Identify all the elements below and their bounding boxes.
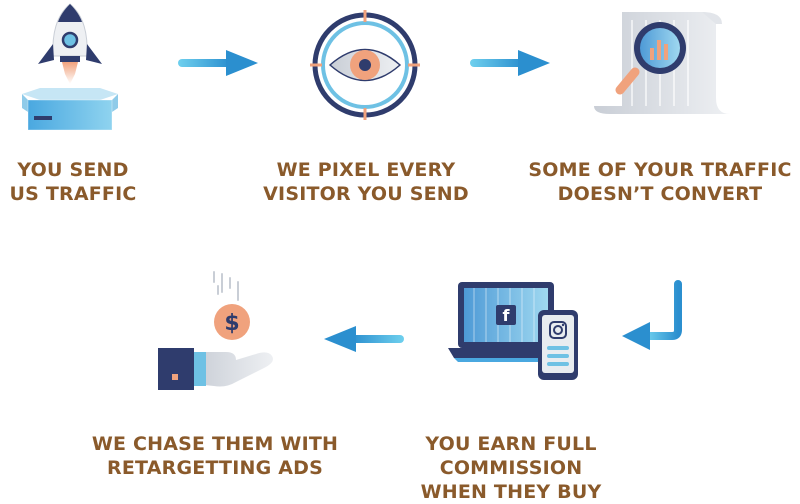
arrow-right-1 [178, 50, 258, 76]
step-5-label: WE CHASE THEM WITH RETARGETTING ADS [91, 433, 339, 479]
step-2-label: WE PIXEL EVERY VISITOR YOU SEND [263, 159, 469, 205]
step-3-label: SOME OF YOUR TRAFFIC DOESN’T CONVERT [528, 159, 792, 205]
arrow-left [324, 326, 404, 352]
laptop-phone-social-icon: f [448, 282, 578, 380]
step-4-label: YOU EARN FULL COMMISSION WHEN THEY BUY [420, 433, 602, 503]
magnifier-report-icon [594, 12, 730, 114]
arrow-bent-down-left [622, 280, 682, 350]
facebook-icon: f [503, 306, 511, 325]
dollar-icon: $ [224, 311, 239, 336]
eye-target-icon [310, 10, 420, 120]
rocket-box-icon [22, 3, 118, 131]
hand-coin-icon: $ [158, 271, 273, 390]
step-1-label: YOU SEND US TRAFFIC [9, 159, 137, 205]
arrow-right-2 [470, 50, 550, 76]
